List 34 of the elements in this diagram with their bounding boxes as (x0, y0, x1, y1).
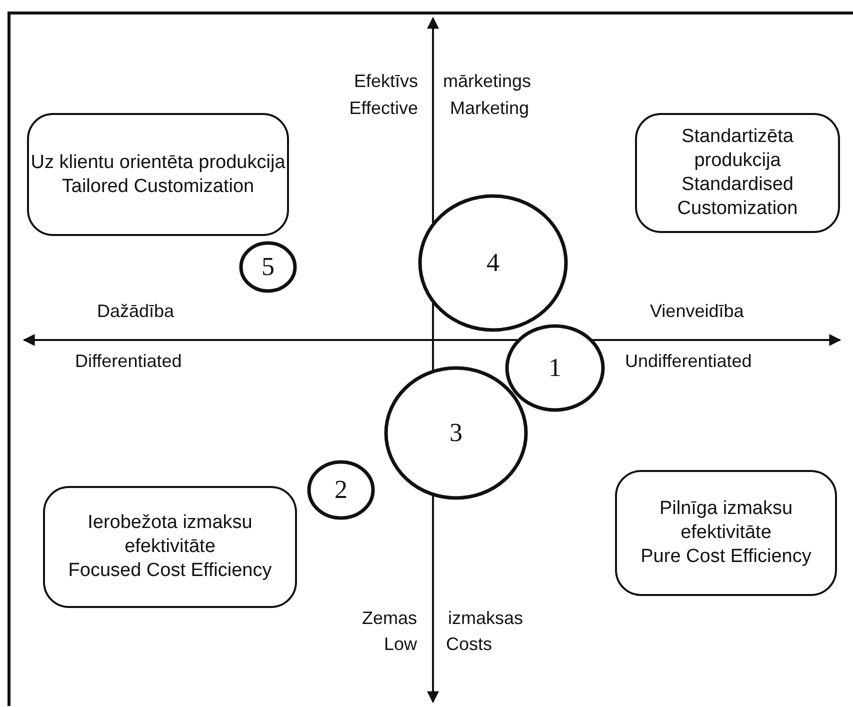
quadrant-label: Standardised Customization (676, 173, 799, 221)
axis-label: Low (384, 633, 417, 655)
axis-label: Costs (446, 633, 492, 655)
circle-number: 4 (486, 249, 500, 277)
circle-number: 5 (262, 253, 274, 281)
axis-label: Undifferentiated (625, 350, 752, 372)
circle-number: 1 (548, 354, 562, 382)
axis-label: mārketings (443, 70, 532, 92)
axis-label: Effective (349, 97, 418, 119)
axis-label: Zemas (362, 607, 417, 629)
axis-label: Marketing (450, 97, 530, 119)
axis-label: Differentiated (75, 350, 182, 372)
axis-label: Dažādība (97, 300, 174, 322)
quadrant-label: Ierobežota izmaksu efektivitāte (86, 511, 254, 559)
numbered-circle (239, 241, 297, 293)
quadrant-label: Tailored Customization (62, 174, 254, 198)
quadrant-box (635, 113, 840, 233)
quadrant-box (43, 486, 297, 608)
numbered-circle (307, 460, 375, 520)
numbered-circle (418, 194, 568, 332)
quadrant-label: Pilnīga izmaksu efektivitāte (658, 497, 794, 545)
quadrant-label: Pure Cost Efficiency (640, 545, 812, 569)
quadrant-label: Uz klientu orientēta produkcija (30, 150, 286, 174)
circle-number: 3 (450, 419, 462, 447)
axis-label: izmaksas (448, 607, 524, 629)
numbered-circle (384, 366, 528, 500)
quadrant-box (615, 470, 837, 596)
circle-number: 2 (334, 476, 348, 504)
quadrant-label: Focused Cost Efficiency (68, 559, 272, 583)
axis-label: Vienveidība (650, 300, 744, 322)
quadrant-label: Standartizēta produkcija (680, 125, 794, 173)
quadrant-box (27, 113, 289, 236)
axis-label: Efektīvs (354, 70, 418, 92)
numbered-circle (505, 324, 605, 412)
